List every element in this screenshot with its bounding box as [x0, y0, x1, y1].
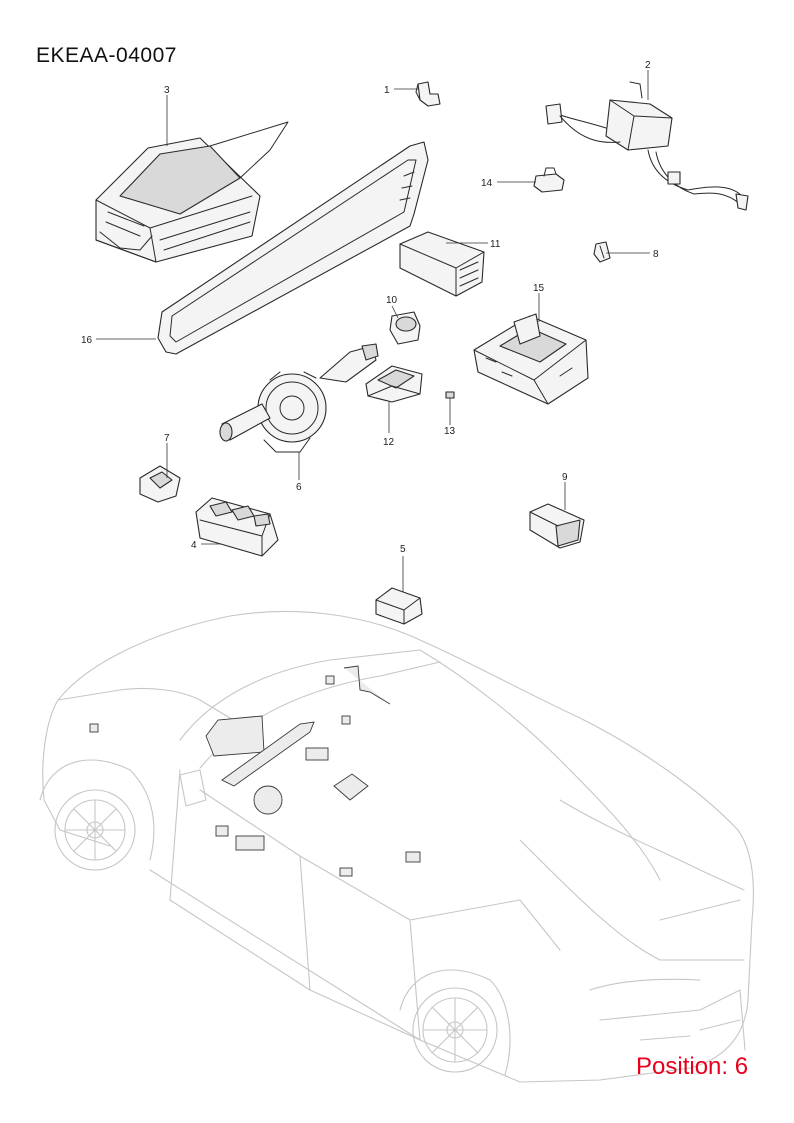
callout-11: 11	[490, 239, 501, 250]
part-9-switch	[529, 503, 585, 549]
callout-8: 8	[653, 249, 659, 260]
installed-door-switch-mini	[339, 867, 353, 877]
installed-switch-mini	[215, 825, 229, 837]
callout-10: 10	[386, 295, 398, 306]
callout-12: 12	[383, 437, 395, 448]
callout-3: 3	[164, 85, 170, 96]
callout-9: 9	[562, 472, 568, 483]
part-11-module	[399, 231, 485, 297]
diagram-title: EKEAA-04007	[36, 44, 177, 67]
callout-7: 7	[164, 433, 170, 444]
installed-module-mini	[305, 747, 329, 761]
vehicle-installed-parts	[89, 665, 421, 877]
part-8-clip	[593, 241, 611, 263]
callout-2: 2	[645, 60, 651, 71]
vehicle-outline	[39, 610, 754, 1083]
part-5-switch	[375, 587, 423, 625]
part-10-button	[389, 311, 421, 345]
part-15-controller	[473, 313, 589, 405]
callout-4: 4	[191, 540, 197, 551]
part-16-trim-panel	[157, 141, 429, 355]
callout-6: 6	[296, 482, 302, 493]
installed-trim-panel-mini	[221, 721, 315, 787]
installed-connector-mini	[325, 675, 335, 685]
callout-16: 16	[81, 335, 93, 346]
callout-1: 1	[384, 85, 390, 96]
callout-15: 15	[533, 283, 545, 294]
callout-leaders	[96, 70, 650, 592]
callout-labels: 1 2 3 4 5 6 7 8 9 10 11 12 13 14 15 16	[81, 60, 659, 555]
part-2-module-harness	[545, 81, 749, 211]
part-3-display-unit	[95, 121, 289, 263]
part-13-clip	[445, 391, 455, 399]
installed-controller-mini	[333, 773, 369, 801]
part-1-sensor	[415, 81, 441, 107]
installed-window-switch-mini	[235, 835, 265, 851]
part-6-column-switch	[219, 343, 379, 453]
part-4-window-switch	[195, 497, 279, 557]
part-7-switch	[139, 465, 181, 503]
installed-rear-switch-mini	[405, 851, 421, 863]
part-14-sensor	[533, 167, 565, 193]
installed-small-switch-mini	[341, 715, 351, 725]
callout-5: 5	[400, 544, 406, 555]
installed-sensor-harness-mini	[343, 665, 391, 705]
callout-13: 13	[444, 426, 456, 437]
part-12-switch-panel	[365, 365, 423, 403]
callout-14: 14	[481, 178, 493, 189]
installed-display-mini	[205, 715, 265, 757]
installed-front-sensor-mini	[89, 723, 99, 733]
installed-steering-switch-mini	[253, 785, 283, 815]
position-label: Position: 6	[636, 1053, 749, 1080]
